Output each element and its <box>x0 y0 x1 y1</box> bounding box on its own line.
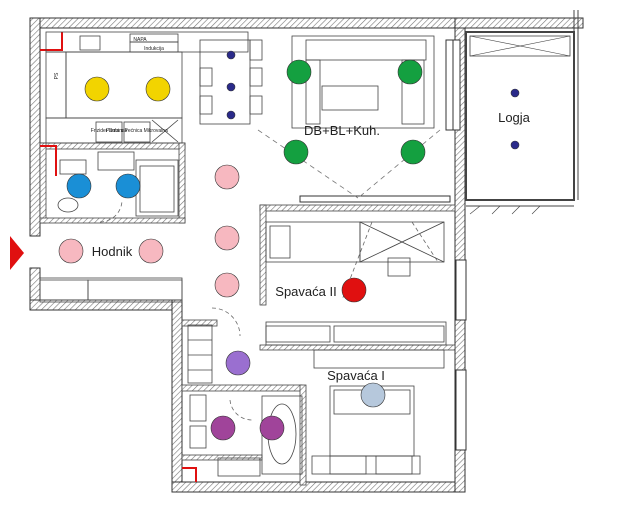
room-label-loggia: Logja <box>498 110 531 125</box>
living-marker <box>286 59 312 85</box>
fridge-label: Frizider Dubinas <box>91 128 128 134</box>
living-marker <box>283 139 309 165</box>
dining-marker <box>226 82 236 92</box>
exterior-walls <box>29 17 584 493</box>
hall-wardrobe <box>39 277 183 303</box>
hood-label: NAPA <box>133 37 147 43</box>
bedroom1-marker <box>360 382 386 408</box>
hall-marker <box>214 272 240 298</box>
living-marker <box>400 139 426 165</box>
bedroom2-furniture <box>265 221 447 346</box>
bedroom2-door-swing <box>341 221 439 301</box>
room-label-bedroom2: Spavaća II <box>275 284 336 299</box>
room-label-hall: Hodnik <box>92 244 133 259</box>
hall-marker <box>214 225 240 251</box>
living-furniture <box>291 35 435 129</box>
wc-marker <box>210 415 236 441</box>
loggia-outline <box>465 10 579 215</box>
hall-marker <box>58 238 84 264</box>
bedroom2-marker <box>341 277 367 303</box>
kitchen-fixtures <box>45 31 263 144</box>
room-label-living: DB+BL+Kuh. <box>304 123 380 138</box>
interior-walls <box>39 142 456 486</box>
wc-fixtures <box>187 324 303 477</box>
dining-marker <box>226 50 236 60</box>
kitchen-marker <box>145 76 171 102</box>
dining-marker <box>226 110 236 120</box>
entrance-arrow-icon <box>10 236 24 270</box>
room-label-bedroom1: Spavaća I <box>327 368 385 383</box>
corridor-marker <box>225 350 251 376</box>
hall-marker <box>214 164 240 190</box>
windows <box>299 39 467 451</box>
tv-sightlines <box>257 129 441 199</box>
hob-label: Indukcija <box>144 46 164 52</box>
kitchen-marker <box>84 76 110 102</box>
bathroom-marker <box>66 173 92 199</box>
red-markers <box>40 32 197 482</box>
shaft-label: PS <box>54 72 60 79</box>
loggia-marker <box>510 140 520 150</box>
oven-label: Pama s Pećnica Mikrovalna <box>106 128 168 134</box>
room-markers <box>58 50 520 441</box>
living-marker <box>397 59 423 85</box>
wc-marker <box>259 415 285 441</box>
bathroom-marker <box>115 173 141 199</box>
hall-marker <box>138 238 164 264</box>
hall-door-swings <box>99 199 253 421</box>
loggia-marker <box>510 88 520 98</box>
bedroom1-furniture <box>311 349 445 475</box>
